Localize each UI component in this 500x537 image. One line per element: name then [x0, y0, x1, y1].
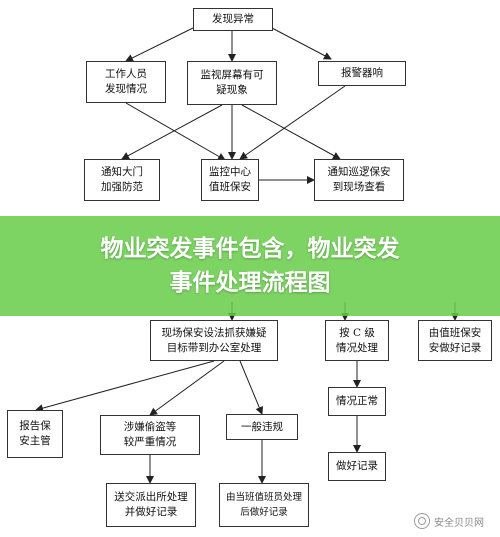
title-banner: 物业突发事件包含，物业突发 事件处理流程图: [0, 216, 500, 316]
edge-discover-alarm: [271, 27, 332, 60]
node-situation-normal: 情况正常: [328, 387, 386, 416]
edge-onsite-report: [35, 360, 215, 412]
node-duty-log: 由值班保安 安做好记录: [418, 320, 492, 361]
node-onsite-guard: 现场保安设法抓获嫌疑 目标带到办公室处理: [150, 320, 278, 361]
edge-monitor-patrol: [241, 104, 341, 160]
watermark-logo-icon: [414, 513, 430, 529]
edge-onsite-minor: [239, 360, 264, 415]
edge-alarm-center: [239, 85, 346, 160]
node-police-station: 送交派出所处理 并做好记录: [106, 483, 196, 527]
node-alarm-ringing: 报警器响: [318, 61, 406, 86]
banner-title-line-1: 物业突发事件包含，物业突发: [100, 236, 400, 262]
node-notify-patrol: 通知巡逻保安 到现场查看: [314, 159, 404, 201]
watermark: 安全贝贝网: [414, 513, 484, 529]
node-duty-handle: 由当班值班员处理 后做好记录: [219, 483, 309, 527]
node-monitor-suspicious: 监视屏幕有可 疑现象: [187, 61, 277, 105]
edge-staff-center: [125, 102, 226, 161]
node-notify-gate: 通知大门 加强防范: [84, 159, 160, 201]
node-report-supervisor: 报告保 安主管: [7, 410, 63, 458]
banner-title-line-2: 事件处理流程图: [169, 270, 331, 296]
edge-discover-staff: [125, 27, 194, 62]
node-staff-found: 工作人员 发现情况: [86, 61, 166, 103]
node-minor-violation: 一般违规: [226, 414, 298, 440]
node-serious-theft: 涉嫌偷盗等 较严重情况: [100, 415, 200, 455]
node-make-record: 做好记录: [328, 452, 386, 481]
node-class-c: 按 C 级 情况处理: [325, 320, 389, 361]
edge-monitor-gate: [121, 104, 223, 160]
node-discover-anomaly: 发现异常: [193, 8, 273, 31]
watermark-text: 安全贝贝网: [434, 517, 484, 529]
edge-onsite-serious: [149, 360, 225, 416]
node-monitor-center: 监控中心 值班保安: [201, 159, 259, 201]
